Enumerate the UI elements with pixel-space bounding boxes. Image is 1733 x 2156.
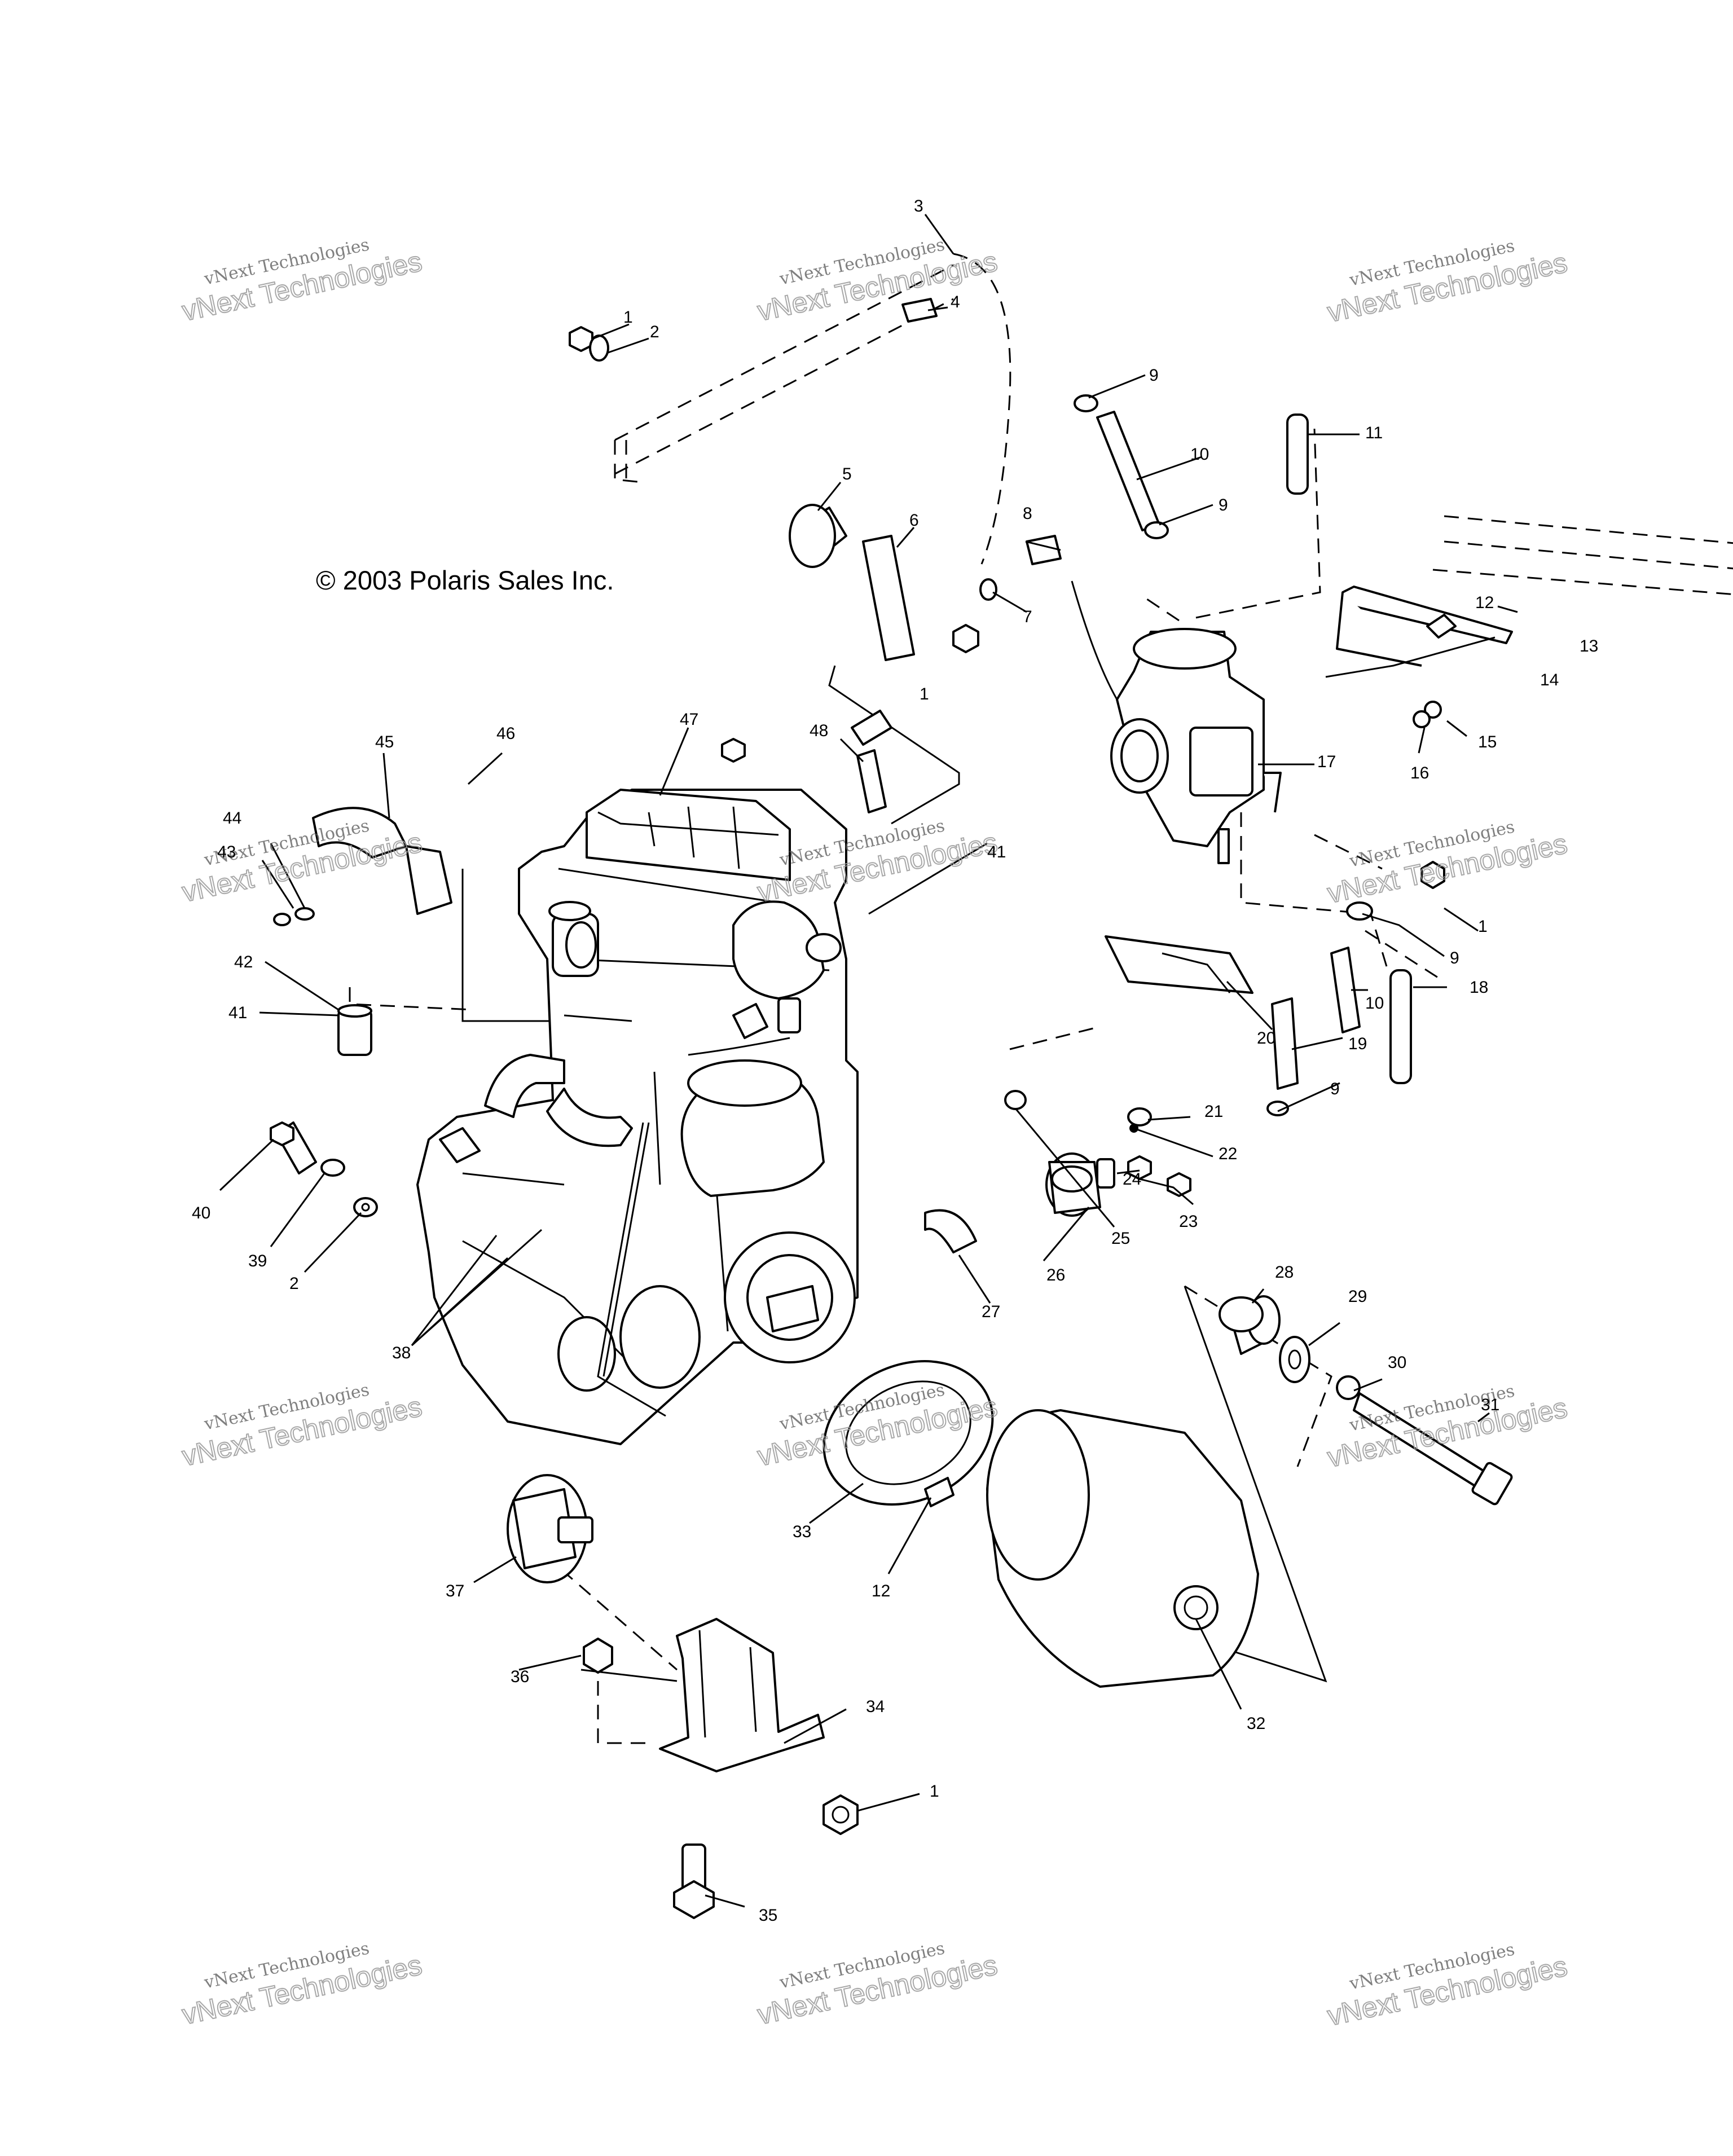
gasket-33 [822,1360,994,1506]
callout-label: 38 [392,1344,411,1362]
callout-label: 35 [759,1906,777,1925]
callout-label: 31 [1481,1396,1499,1414]
callout-label: 34 [866,1697,885,1716]
leader-lines [219,214,1518,1908]
callout-label: 1 [930,1782,939,1801]
watermark: vNext Technologies vNext Technologies [754,235,1001,327]
callout-label: 41 [987,843,1006,861]
callout-label: 7 [1023,608,1032,626]
frame-phantom-lines [349,253,1733,1744]
watermark: vNext Technologies vNext Technologies [179,1938,425,2031]
callout-label: 25 [1111,1229,1130,1248]
watermark: vNext Technologies vNext Technologies [179,1380,425,1472]
callout-label: 26 [1046,1266,1065,1284]
callout-label: 10 [1365,994,1384,1013]
callout-label: 22 [1219,1145,1237,1163]
hoses [312,411,1412,1090]
watermark: vNext Technologies vNext Technologies [179,235,425,327]
callout-label: 1 [920,685,929,703]
callout-label: 9 [1450,949,1459,967]
callout-label: 1 [623,308,633,327]
callout-label: 9 [1149,366,1159,385]
callout-label: 12 [872,1582,890,1600]
brackets [862,535,1513,994]
callout-label: 13 [1580,637,1598,655]
watermark: vNext Technologies vNext Technologies [754,1938,1001,2031]
callout-label: 6 [909,511,919,530]
callout-label: 39 [248,1252,267,1270]
hardware [270,298,1513,1919]
callout-label: 20 [1257,1029,1275,1048]
callout-label: 3 [914,197,923,215]
callout-label: 12 [1475,593,1494,612]
callout-label: 44 [223,809,241,828]
callout-label: 2 [650,323,659,341]
callout-label: 11 [1365,424,1383,442]
callout-label: 18 [1470,978,1488,997]
callout-label: 23 [1179,1212,1198,1231]
callout-label: 47 [680,710,698,729]
callout-label: 29 [1348,1287,1367,1306]
callout-label: 32 [1247,1714,1265,1733]
mount-bracket-34 [659,1618,825,1772]
callout-label: 5 [842,465,852,483]
callout-label: 14 [1540,671,1559,689]
watermark: vNext Technologies vNext Technologies [1324,817,1571,909]
callout-label: 1 [1478,917,1488,936]
callout-label: 48 [810,721,828,740]
watermark: vNext Technologies vNext Technologies [1324,1939,1571,2032]
copyright-notice: © 2003 Polaris Sales Inc. [316,565,614,595]
callout-label: 46 [496,724,515,743]
callout-label: 37 [446,1582,464,1600]
callout-label: 21 [1204,1102,1223,1121]
callout-label: 43 [217,843,236,861]
callout-label: 10 [1190,445,1209,464]
isolator-37 [507,1474,593,1583]
callout-label: 9 [1330,1080,1340,1098]
drive-clutch [986,1409,1259,1688]
callouts: 1 2 3 4 5 6 7 8 1 9 10 9 11 12 13 14 15 … [192,197,1598,1925]
callout-label: 24 [1123,1170,1141,1189]
watermark: vNext Technologies vNext Technologies [1324,236,1571,328]
callout-label: 36 [511,1667,529,1686]
callout-label: 8 [1023,504,1032,523]
callout-label: 17 [1317,753,1336,771]
callout-label: 16 [1410,764,1429,782]
callout-label: 4 [951,293,960,311]
watermarks: vNext Technologies vNext Technologies vN… [179,235,1571,2032]
callout-label: 28 [1275,1263,1294,1282]
callout-label: 45 [375,733,394,751]
carburetor [1110,628,1282,864]
engine-block [416,789,859,1445]
callout-label: 33 [793,1523,811,1541]
callout-label: 15 [1478,733,1497,751]
callout-label: 42 [234,953,253,971]
callout-label: 27 [982,1303,1000,1321]
callout-label: 41 [228,1004,247,1022]
callout-label: 19 [1348,1035,1367,1053]
callout-label: 40 [192,1204,210,1222]
callout-label: 2 [289,1274,299,1293]
callout-label: 9 [1219,496,1228,514]
callout-label: 30 [1388,1353,1406,1372]
